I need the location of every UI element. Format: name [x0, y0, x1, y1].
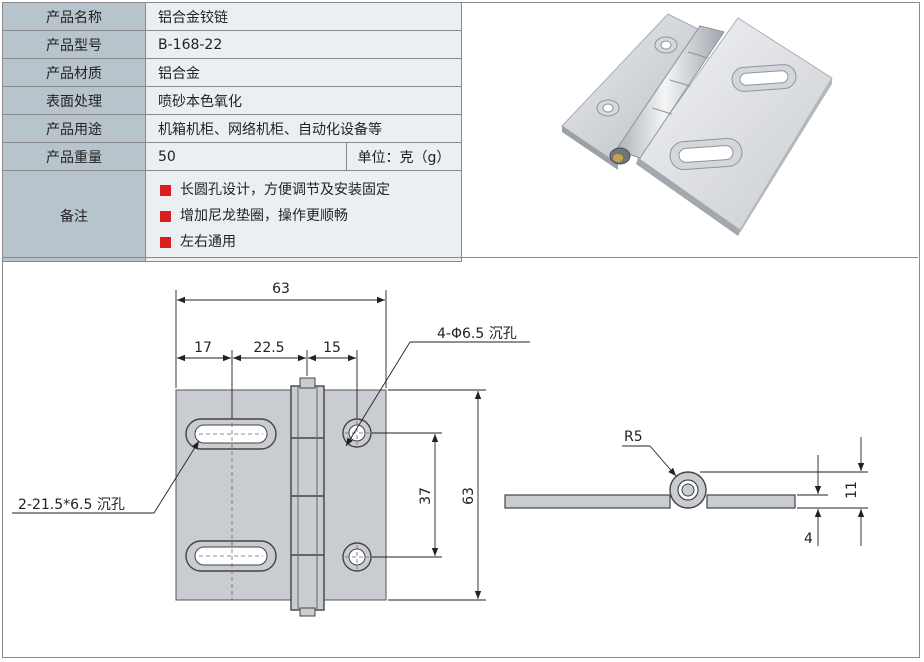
notes-label: 备注 — [2, 170, 146, 262]
table-row: 产品材质 铝合金 — [2, 58, 462, 87]
dim-17: 17 — [194, 340, 212, 356]
dim-total-width: 63 — [272, 281, 290, 297]
table-row: 备注 长圆孔设计，方便调节及安装固定 增加尼龙垫圈，操作更顺畅 左右通用 — [2, 170, 462, 262]
spec-table: 产品名称 铝合金铰链 产品型号 B-168-22 产品材质 铝合金 表面处理 喷… — [2, 2, 462, 262]
note-text: 长圆孔设计，方便调节及安装固定 — [180, 182, 390, 198]
side-view — [504, 471, 796, 509]
bullet-square-icon — [160, 236, 171, 248]
dim-height: 63 — [461, 487, 477, 505]
bullet-square-icon — [160, 210, 171, 222]
slot-callout: 2-21.5*6.5 沉孔 — [18, 497, 125, 513]
dim-22-5: 22.5 — [253, 340, 284, 356]
name-value: 铝合金铰链 — [145, 2, 462, 31]
dim-15: 15 — [323, 340, 341, 356]
note-text: 左右通用 — [180, 234, 236, 250]
model-value: B-168-22 — [145, 30, 462, 59]
table-row: 产品用途 机箱机柜、网络机柜、自动化设备等 — [2, 114, 462, 143]
notes-list: 长圆孔设计，方便调节及安装固定 增加尼龙垫圈，操作更顺畅 左右通用 — [158, 171, 461, 261]
note-text: 增加尼龙垫圈，操作更顺畅 — [180, 208, 348, 224]
usage-value: 机箱机柜、网络机柜、自动化设备等 — [145, 114, 462, 143]
bullet-square-icon — [160, 184, 171, 196]
radius-label: R5 — [624, 429, 643, 445]
material-value: 铝合金 — [145, 58, 462, 87]
list-item: 长圆孔设计，方便调节及安装固定 — [160, 177, 461, 203]
notes-cell: 长圆孔设计，方便调节及安装固定 增加尼龙垫圈，操作更顺畅 左右通用 — [145, 170, 462, 262]
list-item: 增加尼龙垫圈，操作更顺畅 — [160, 203, 461, 229]
hole-callout: 4-Φ6.5 沉孔 — [437, 326, 517, 342]
table-row: 产品重量 50 单位：克（g） — [2, 142, 462, 171]
surface-label: 表面处理 — [2, 86, 146, 115]
dim-37: 37 — [418, 487, 434, 505]
dim-11: 11 — [844, 481, 860, 499]
material-label: 产品材质 — [2, 58, 146, 87]
hinge-knuckle — [290, 385, 325, 611]
dim-4: 4 — [804, 531, 813, 547]
weight-unit: 单位：克（g） — [346, 142, 462, 171]
hole-bottom — [342, 542, 372, 572]
table-row: 产品型号 B-168-22 — [2, 30, 462, 59]
weight-value: 50 — [145, 142, 347, 171]
list-item: 左右通用 — [160, 229, 461, 255]
section-divider — [2, 257, 918, 258]
hinge-photo — [561, 13, 833, 236]
